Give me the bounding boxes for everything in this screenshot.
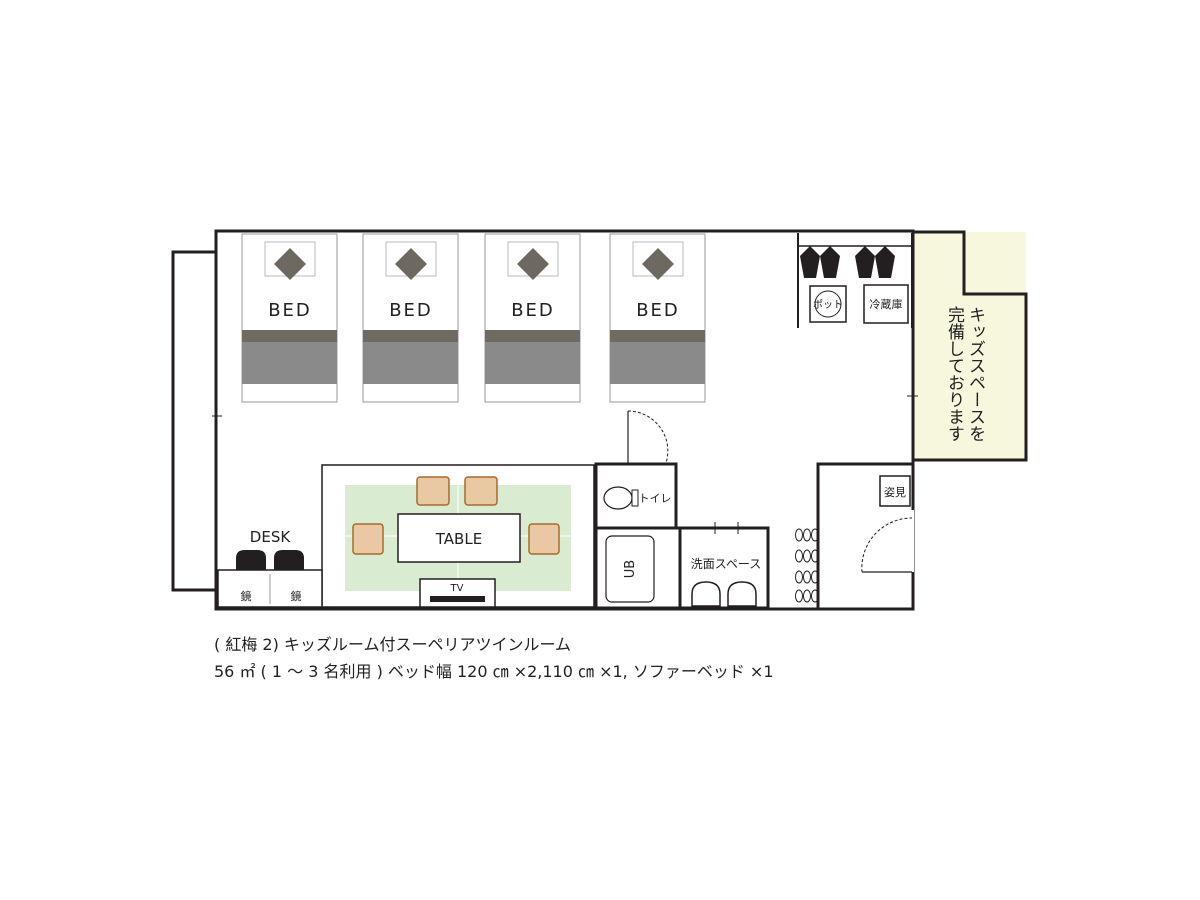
kids-space-text-line1: キッズスペースを — [965, 306, 985, 442]
bed-1: BED — [241, 233, 338, 403]
bed-3: BED — [484, 233, 581, 403]
washroom-label: 洗面スペース — [691, 557, 762, 571]
bed-label: BED — [268, 300, 312, 321]
tv-stand: TV — [419, 578, 496, 608]
bed-label: BED — [389, 300, 433, 321]
bed-label: BED — [511, 300, 555, 321]
toilet-room: トイレ — [594, 410, 678, 530]
pot-label: ポット — [813, 299, 843, 311]
bed-2: BED — [362, 233, 459, 403]
unit-bath-label: UB — [623, 560, 638, 578]
washroom: 洗面スペース — [678, 522, 770, 610]
kids-space-text-line2: 完備しております — [944, 306, 965, 442]
unit-bath: UB — [594, 526, 682, 610]
full-mirror-label: 姿見 — [884, 486, 906, 499]
closet — [797, 233, 913, 328]
kids-space-text: キッズスペースを 完備しております — [944, 306, 985, 442]
bed-label: BED — [636, 300, 680, 321]
table-label: TABLE — [435, 530, 482, 548]
caption-line-1: ( 紅梅 2) キッズルーム付スーペリアツインルーム — [214, 635, 571, 654]
pot: ポット — [809, 285, 847, 323]
entrance: 姿見 — [816, 462, 914, 608]
desk-label: DESK — [250, 528, 292, 546]
mirror-label-1: 鏡 — [241, 589, 252, 603]
balcony — [171, 250, 218, 592]
coat-hooks — [795, 528, 819, 603]
room-outline — [214, 229, 915, 611]
kids-space-wall — [912, 230, 1028, 462]
bed-4: BED — [609, 233, 706, 403]
fridge: 冷蔵庫 — [863, 284, 909, 324]
fridge-label: 冷蔵庫 — [870, 297, 903, 311]
toilet-label: トイレ — [639, 492, 672, 505]
tv-label: TV — [450, 583, 464, 594]
mirror-label-2: 鏡 — [291, 589, 302, 603]
table — [397, 513, 521, 563]
caption-line-2: 56 ㎡ ( 1 ～ 3 名利用 ) ベッド幅 120 ㎝ ×2,110 ㎝ ×… — [214, 662, 774, 681]
cushion — [352, 476, 560, 555]
desk-chairs — [236, 550, 304, 570]
kids-space — [912, 232, 1026, 460]
